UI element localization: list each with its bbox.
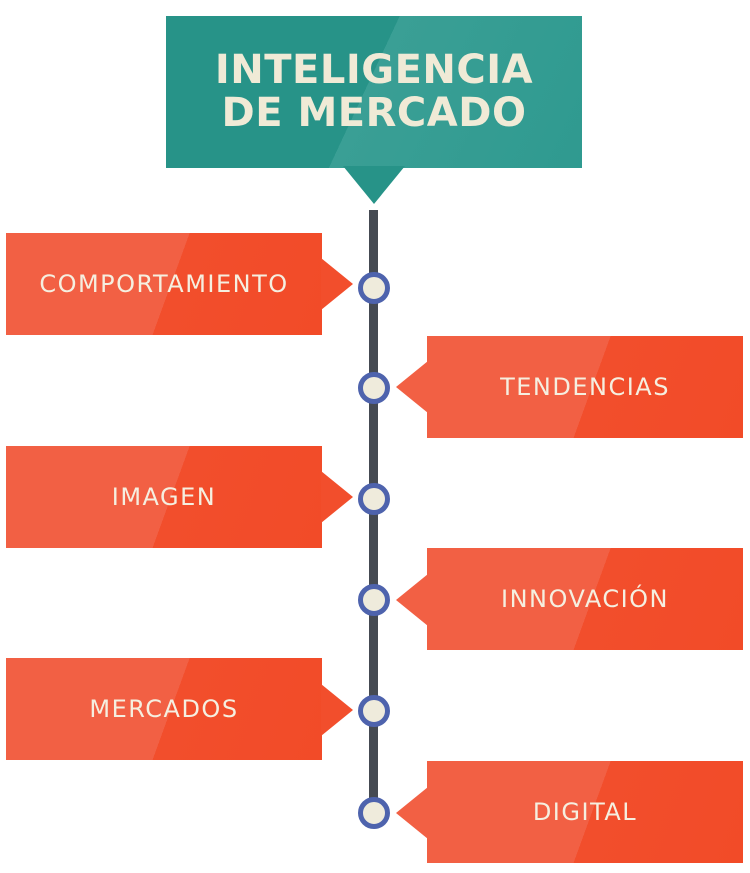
item-label: IMAGEN <box>111 483 217 511</box>
item-pointer <box>396 361 428 413</box>
timeline-node <box>358 584 390 616</box>
item-pointer <box>321 258 353 310</box>
item-box-comportamiento: COMPORTAMIENTO <box>6 233 322 335</box>
item-pointer <box>321 684 353 736</box>
timeline-node <box>358 695 390 727</box>
item-box-tendencias: TENDENCIAS <box>427 336 743 438</box>
item-box-mercados: MERCADOS <box>6 658 322 760</box>
item-label: DIGITAL <box>532 798 638 826</box>
title-line-2: DE MERCADO <box>221 90 527 136</box>
item-label: MERCADOS <box>89 695 239 723</box>
item-box-digital: DIGITAL <box>427 761 743 863</box>
timeline-node <box>358 372 390 404</box>
title-banner: INTELIGENCIA DE MERCADO <box>166 16 582 168</box>
timeline-node <box>358 272 390 304</box>
title-line-1: INTELIGENCIA <box>214 47 534 93</box>
item-label: COMPORTAMIENTO <box>39 270 289 298</box>
item-pointer <box>396 574 428 626</box>
item-pointer <box>321 471 353 523</box>
item-box-imagen: IMAGEN <box>6 446 322 548</box>
item-pointer <box>396 787 428 839</box>
item-box-innovacion: INNOVACIÓN <box>427 548 743 650</box>
timeline-node <box>358 797 390 829</box>
item-label: INNOVACIÓN <box>500 585 669 613</box>
item-label: TENDENCIAS <box>500 373 670 401</box>
title-pointer <box>343 166 405 204</box>
timeline-node <box>358 483 390 515</box>
